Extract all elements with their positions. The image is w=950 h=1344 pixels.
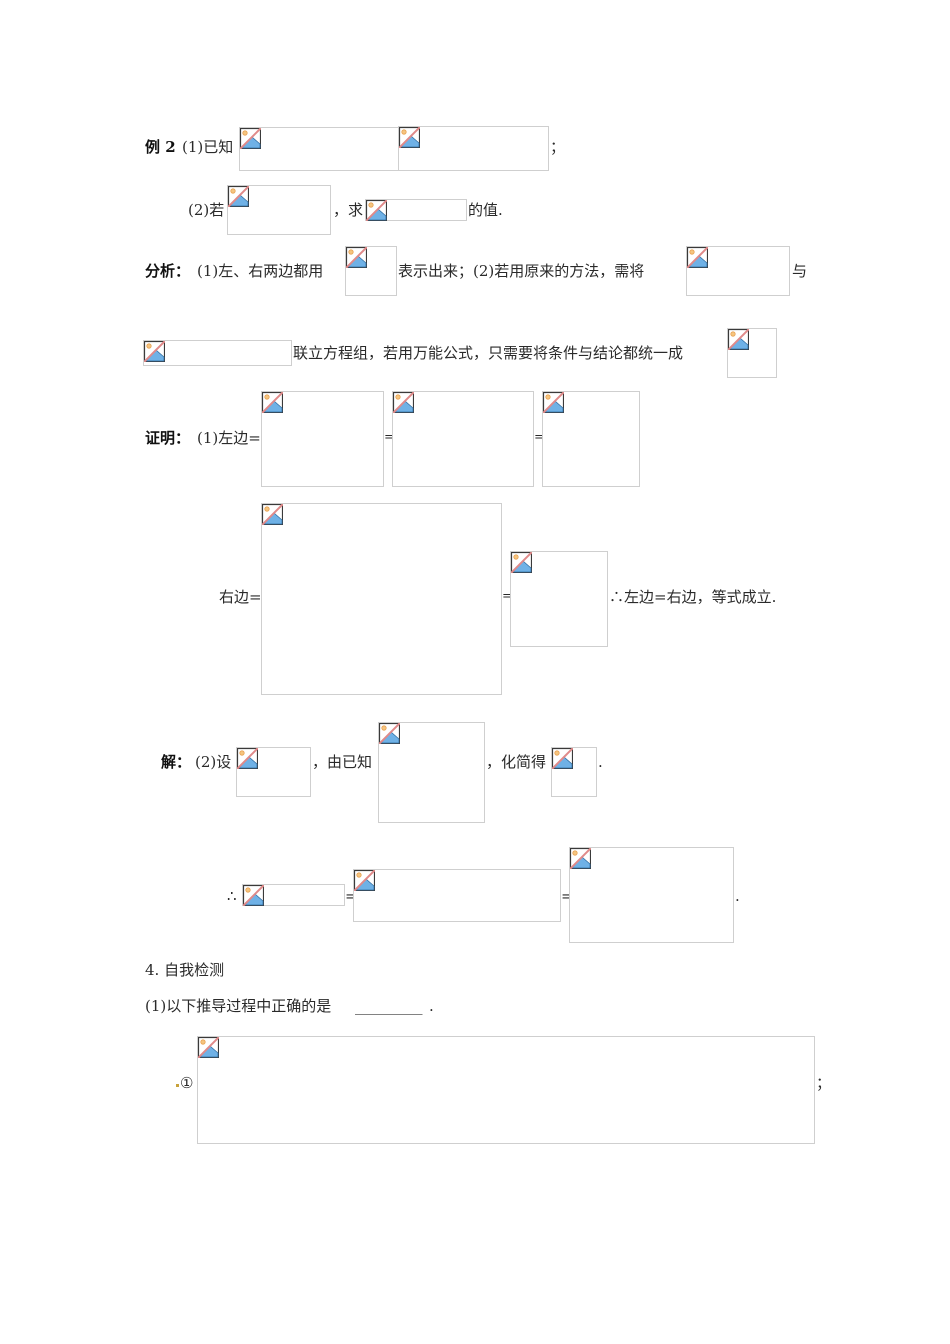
broken-image-icon (262, 392, 283, 413)
solution-end: . (598, 753, 603, 771)
formula-image (365, 199, 467, 221)
broken-image-icon (237, 748, 258, 769)
broken-image-icon (243, 885, 264, 906)
part1-suffix: ； (550, 138, 566, 156)
broken-image-icon (511, 552, 532, 573)
formula-image (551, 747, 597, 797)
formula-image (261, 391, 384, 487)
formula-image (510, 551, 608, 647)
broken-image-icon (354, 870, 375, 891)
anchor-marker (176, 1084, 179, 1087)
broken-image-icon (379, 723, 400, 744)
part2-suffix: 的值. (468, 201, 503, 219)
question-1: (1)以下推导过程中正确的是 (145, 997, 332, 1015)
solution-mid1: ，由已知 (312, 753, 373, 771)
analysis-line1-a: (1)左、右两边都用 (197, 262, 324, 280)
solution-prefix: (2)设 (195, 753, 232, 771)
formula-image (143, 340, 292, 366)
formula-image (686, 246, 790, 296)
broken-image-icon (346, 247, 367, 268)
proof-left-prefix: (1)左边= (197, 429, 261, 447)
item-1-end: ； (816, 1074, 832, 1092)
broken-image-icon (262, 504, 283, 525)
equals-sign: = (502, 589, 513, 604)
equals-sign: = (384, 430, 395, 445)
solution-mid2: ，化简得 (486, 753, 547, 771)
formula-image (197, 1036, 815, 1144)
question-1-end: . (429, 997, 434, 1015)
formula-image (236, 747, 311, 797)
answer-blank[interactable]: _________ (355, 997, 423, 1015)
broken-image-icon (570, 848, 591, 869)
analysis-line2-a: 联立方程组，若用万能公式，只需要将条件与结论都统一成 (293, 344, 684, 362)
broken-image-icon (399, 127, 420, 148)
broken-image-icon (144, 341, 165, 362)
proof-conclusion: ∴左边=右边，等式成立. (609, 588, 777, 606)
analysis-line1-b: 表示出来；(2)若用原来的方法，需将 (398, 262, 645, 280)
part2-mid: ，求 (333, 201, 364, 219)
formula-image (227, 185, 331, 235)
proof-label: 证明： (145, 429, 191, 447)
formula-image (345, 246, 397, 296)
formula-image (727, 328, 777, 378)
equals-sign: = (534, 430, 545, 445)
broken-image-icon (552, 748, 573, 769)
part1-prefix: (1)已知 (182, 138, 234, 156)
broken-image-icon (543, 392, 564, 413)
formula-image (261, 503, 502, 695)
proof-right-prefix: 右边= (219, 588, 262, 606)
therefore-sign: ∴ (227, 887, 237, 905)
example-label: 例 2 (145, 138, 176, 156)
broken-image-icon (687, 247, 708, 268)
formula-image (392, 391, 534, 487)
broken-image-icon (393, 392, 414, 413)
formula-image (353, 869, 561, 922)
formula-image (542, 391, 640, 487)
formula-image (398, 126, 549, 171)
formula-image (239, 127, 399, 171)
formula-image (242, 884, 345, 906)
self-check-heading: 4. 自我检测 (145, 961, 225, 979)
item-1-marker: ① (180, 1074, 194, 1092)
formula-image (378, 722, 485, 823)
broken-image-icon (728, 329, 749, 350)
formula-image (569, 847, 734, 943)
broken-image-icon (240, 128, 261, 149)
analysis-line1-c: 与 (792, 262, 808, 280)
analysis-label: 分析： (145, 262, 191, 280)
part2-prefix: (2)若 (188, 201, 225, 219)
solution-label: 解： (161, 753, 192, 771)
solution-end2: . (735, 887, 740, 905)
broken-image-icon (366, 200, 387, 221)
broken-image-icon (228, 186, 249, 207)
broken-image-icon (198, 1037, 219, 1058)
